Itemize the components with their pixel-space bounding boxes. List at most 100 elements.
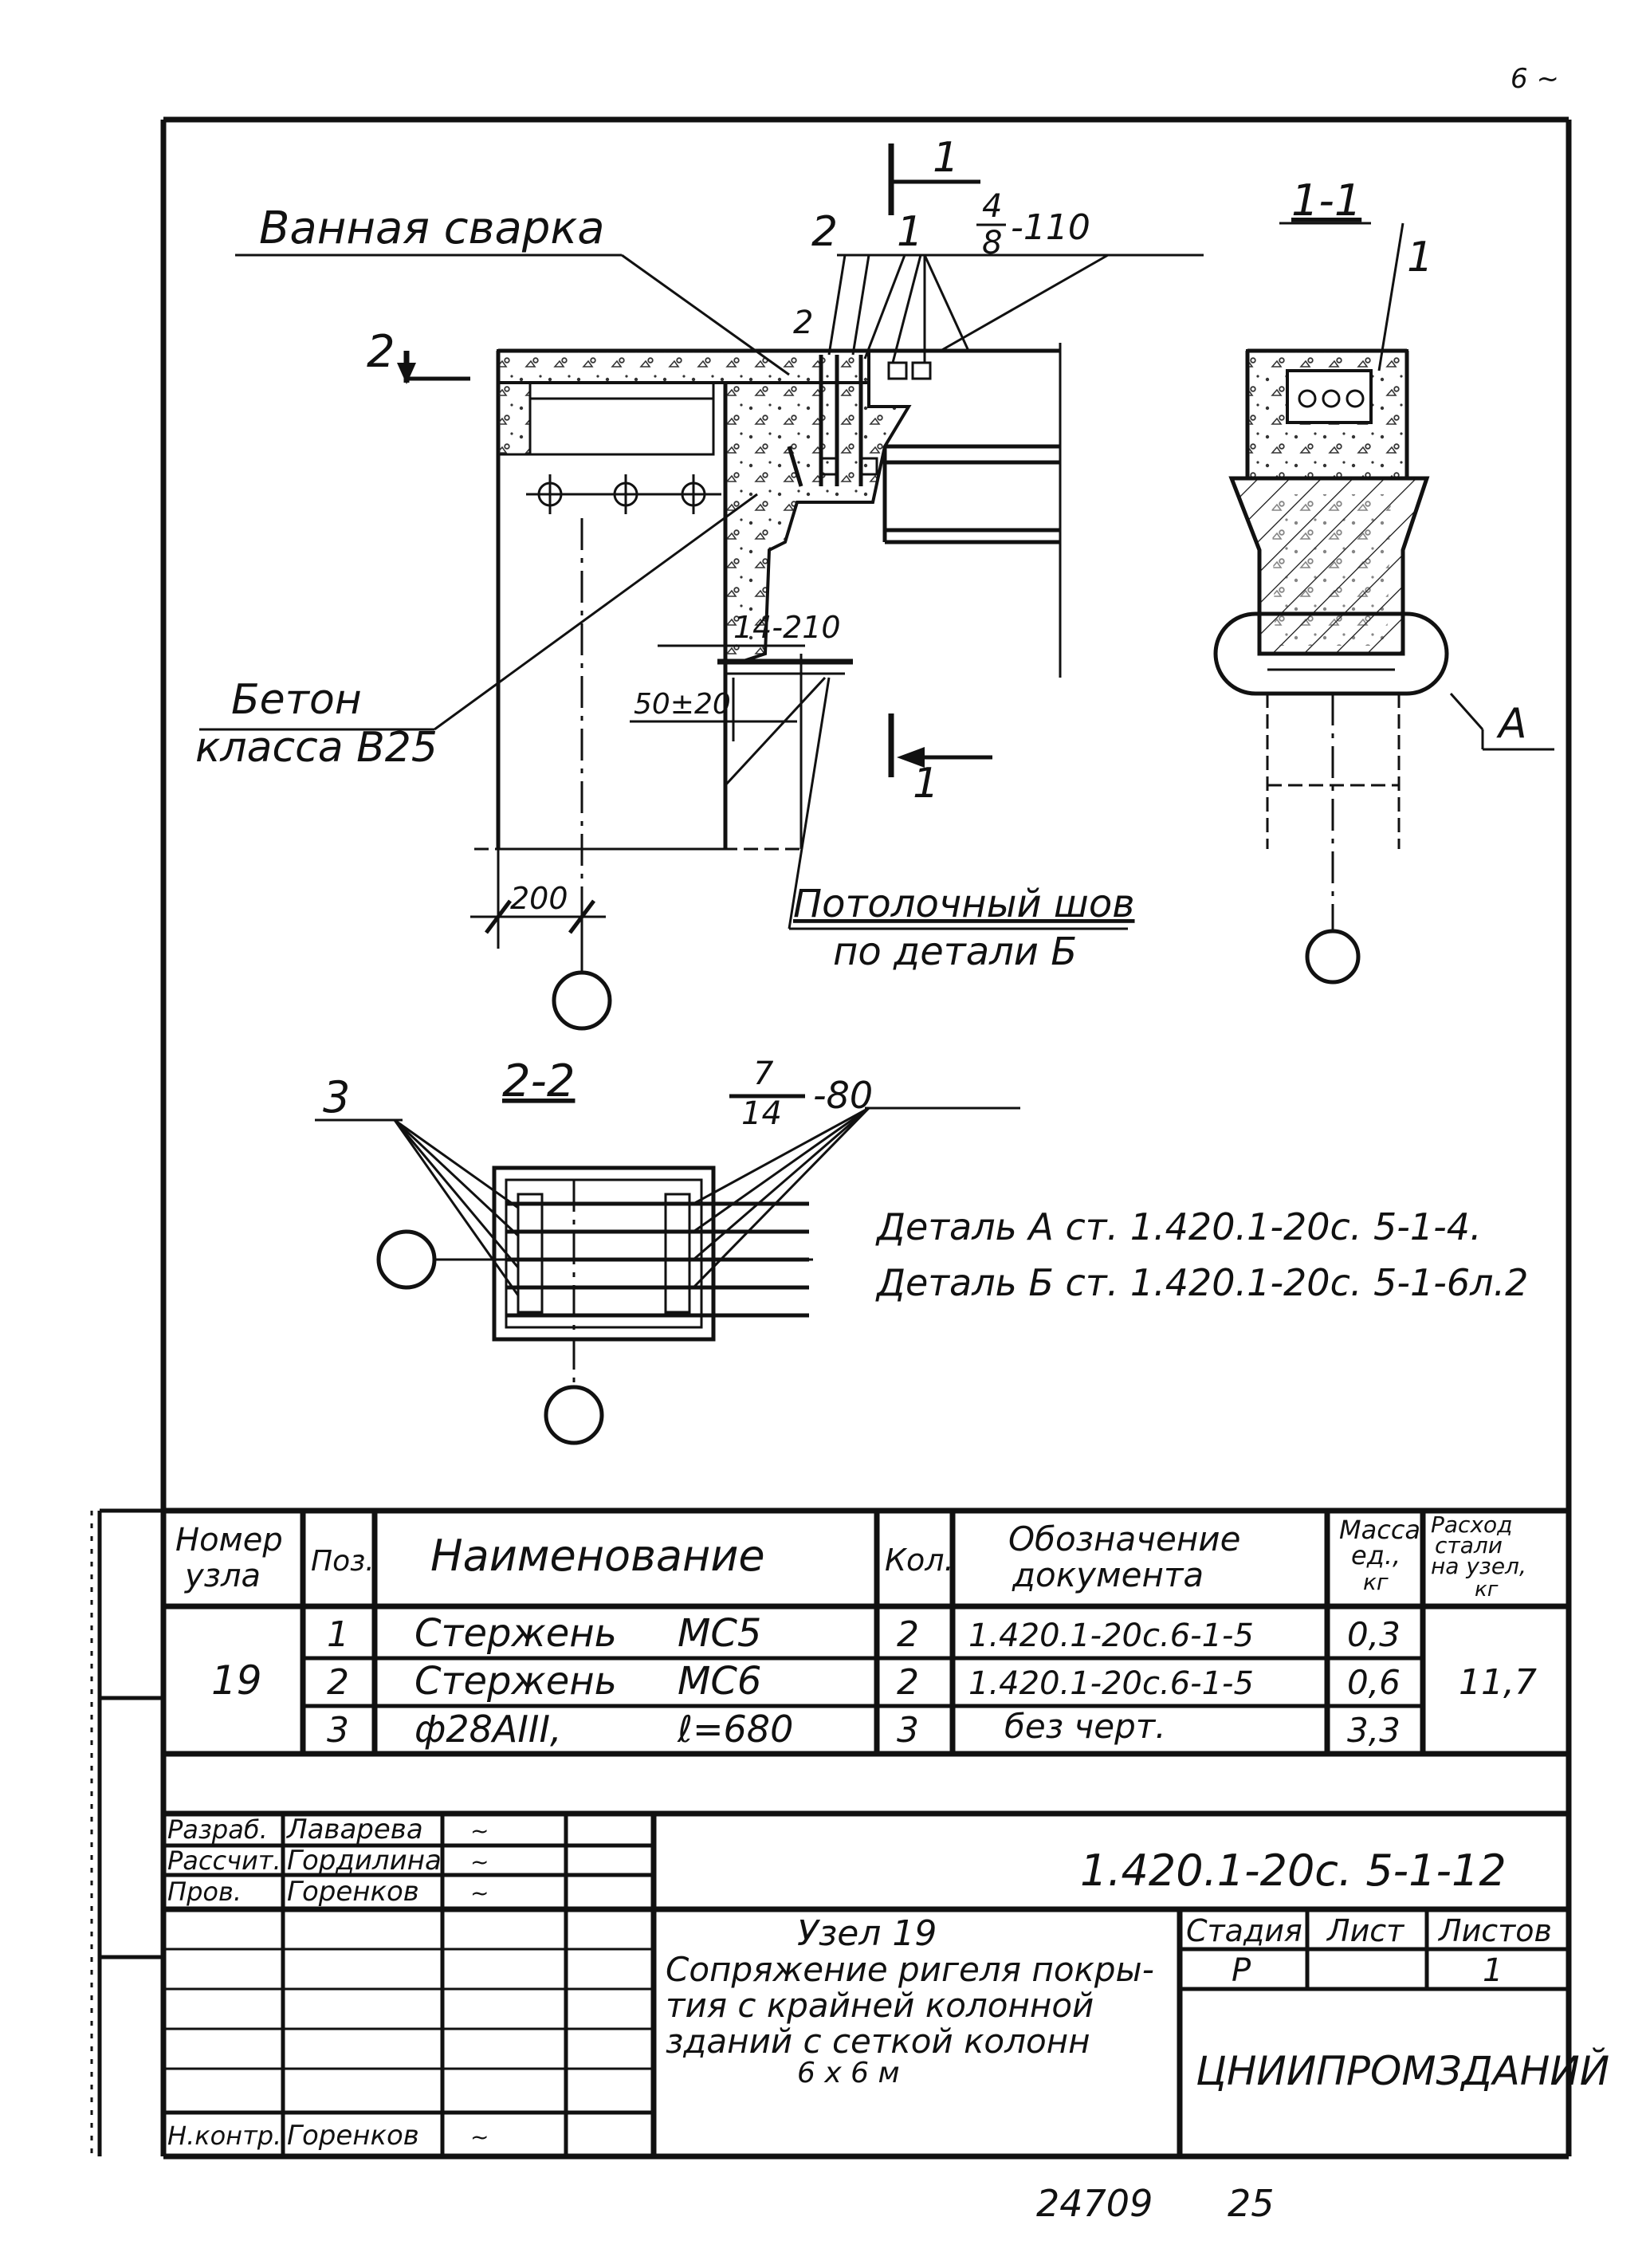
section-mark-1-top: 1 — [933, 134, 959, 182]
row-3-pos: 3 — [327, 1710, 349, 1751]
row-2-pos: 2 — [327, 1662, 349, 1703]
header-cons-4: кг — [1475, 1578, 1499, 1602]
table-row: 2 Стержень МС6 2 1.420.1-20с.6-1-5 0,6 — [327, 1659, 1401, 1704]
weld-bottom-label: 14-210 — [733, 610, 841, 645]
ref-detail-a: Деталь А ст. 1.420.1-20с. 5-1-4. — [875, 1205, 1482, 1248]
row-3-mark: ℓ=680 — [677, 1708, 793, 1751]
pos-1-label: 1 — [897, 208, 923, 256]
row-1-mark: МС5 — [678, 1611, 761, 1656]
leader-concrete-1: Бетон — [231, 676, 362, 724]
weld-top-num: 4 — [982, 188, 1002, 225]
staff-3-name: Горенков — [287, 1876, 419, 1908]
row-2-doc: 1.420.1-20с.6-1-5 — [968, 1665, 1254, 1702]
header-doc-1: Обозначение — [1008, 1519, 1240, 1559]
staff-1-sign: ~ — [470, 1818, 489, 1844]
stage-label: Стадия — [1186, 1913, 1302, 1948]
title-line-5: 6 х 6 м — [797, 2057, 900, 2089]
view-2-2-title: 2-2 — [502, 1055, 575, 1107]
staff-7-sign: ~ — [470, 2124, 489, 2150]
header-pos: Поз. — [311, 1545, 375, 1578]
weld-top-den: 8 — [982, 225, 1002, 261]
row-3-name: ф28АIII, — [414, 1708, 562, 1751]
header-mass-3: кг — [1363, 1569, 1389, 1595]
dim-200-label: 200 — [510, 881, 568, 916]
weld-small-label: 2 — [793, 305, 813, 341]
staff-row: Пров. Горенков ~ — [167, 1876, 489, 1908]
staff-1-role: Разраб. — [167, 1814, 268, 1845]
header-cons-3: на узел, — [1431, 1553, 1526, 1579]
row-2-qty: 2 — [897, 1662, 919, 1703]
leader-bath-weld: Ванная сварка — [259, 202, 605, 254]
corner-mark: 6 ~ — [1511, 63, 1559, 95]
main-node-view — [397, 143, 1062, 1031]
row-1-pos: 1 — [327, 1614, 349, 1655]
footer-page: 25 — [1228, 2182, 1275, 2225]
node-number: 19 — [211, 1657, 262, 1704]
header-node-2: узла — [184, 1558, 261, 1594]
view-1-1-title: 1-1 — [1291, 175, 1361, 226]
staff-7-role: Н.контр. — [167, 2121, 281, 2151]
row-2-mass: 0,6 — [1347, 1663, 1401, 1702]
leader-ceiling-seam-1: Потолочный шов — [793, 882, 1135, 926]
header-doc-2: документа — [1012, 1555, 1204, 1594]
header-qty: Кол. — [885, 1543, 954, 1578]
view-1-1-detail: А — [1496, 700, 1527, 748]
title-line-2: Сопряжение ригеля покры- — [666, 1950, 1154, 1989]
title-line-4: зданий с сеткой колонн — [666, 2022, 1090, 2061]
organization: ЦНИИПРОМЗДАНИЙ — [1196, 2047, 1609, 2094]
row-3-qty: 3 — [897, 1710, 919, 1751]
staff-2-sign: ~ — [470, 1849, 489, 1875]
sheet-frame — [90, 116, 1572, 2160]
row-2-mark: МС6 — [678, 1659, 761, 1704]
section-1-1 — [1213, 222, 1554, 985]
sheets-value: 1 — [1483, 1952, 1503, 1989]
section-2-2 — [315, 1094, 1020, 1445]
staff-2-name: Гордилина — [287, 1845, 442, 1877]
staff-row: Рассчит. Гордилина ~ — [167, 1845, 489, 1877]
ref-detail-b: Деталь Б ст. 1.420.1-20с. 5-1-6л.2 — [875, 1261, 1528, 1304]
header-cons-1: Расход — [1431, 1511, 1513, 1538]
weld-top-len: -110 — [1011, 207, 1090, 248]
pos-2-label: 2 — [811, 208, 838, 256]
leader-ceiling-seam-2: по детали Б — [833, 930, 1077, 974]
leader-concrete-2: класса В25 — [195, 724, 438, 772]
weld-mid-len: -80 — [813, 1074, 873, 1117]
spec-table-grid — [163, 1507, 1569, 1757]
title-line-3: тия с крайней колонной — [666, 1986, 1094, 2025]
weld-mid-num: 7 — [753, 1055, 774, 1092]
staff-3-role: Пров. — [167, 1877, 242, 1907]
section-mark-1-bottom: 1 — [913, 760, 939, 808]
row-1-qty: 2 — [897, 1614, 919, 1655]
staff-7-name: Горенков — [287, 2120, 419, 2152]
row-3-mass: 3,3 — [1347, 1711, 1401, 1750]
staff-1-name: Лаварева — [285, 1814, 423, 1845]
staff-2-role: Рассчит. — [167, 1845, 281, 1876]
staff-row: Разраб. Лаварева ~ — [167, 1814, 489, 1845]
staff-row: Н.контр. Горенков ~ — [167, 2120, 489, 2152]
row-1-doc: 1.420.1-20с.6-1-5 — [968, 1617, 1254, 1654]
table-row: 1 Стержень МС5 2 1.420.1-20с.6-1-5 0,3 — [327, 1611, 1401, 1656]
leader-lines — [199, 254, 1204, 930]
row-1-name: Стержень — [414, 1611, 617, 1656]
row-1-mass: 0,3 — [1347, 1615, 1401, 1654]
dim-gap-label: 50±20 — [634, 688, 731, 721]
header-node-1: Номер — [175, 1522, 283, 1559]
view-1-1-pos: 1 — [1407, 234, 1433, 281]
header-mass-2: ед., — [1351, 1540, 1401, 1570]
header-cons-2: стали — [1435, 1532, 1503, 1559]
sheets-label: Листов — [1437, 1913, 1552, 1948]
weld-mid-den: 14 — [741, 1095, 782, 1132]
title-block-grid — [163, 1810, 1569, 2156]
table-row: 3 ф28АIII, ℓ=680 3 без черт. 3,3 — [327, 1707, 1401, 1751]
row-3-doc: без черт. — [1004, 1707, 1166, 1746]
title-line-1: Узел 19 — [797, 1913, 937, 1954]
drawing-code: 1.420.1-20с. 5-1-12 — [1080, 1845, 1507, 1896]
row-2-name: Стержень — [414, 1659, 617, 1704]
bolt-holes — [526, 474, 721, 514]
total-steel: 11,7 — [1459, 1662, 1537, 1703]
footer-number: 24709 — [1036, 2182, 1153, 2225]
view-2-2-pos: 3 — [323, 1072, 350, 1122]
header-name: Наименование — [430, 1531, 765, 1581]
header-mass-1: Масса — [1339, 1515, 1420, 1545]
